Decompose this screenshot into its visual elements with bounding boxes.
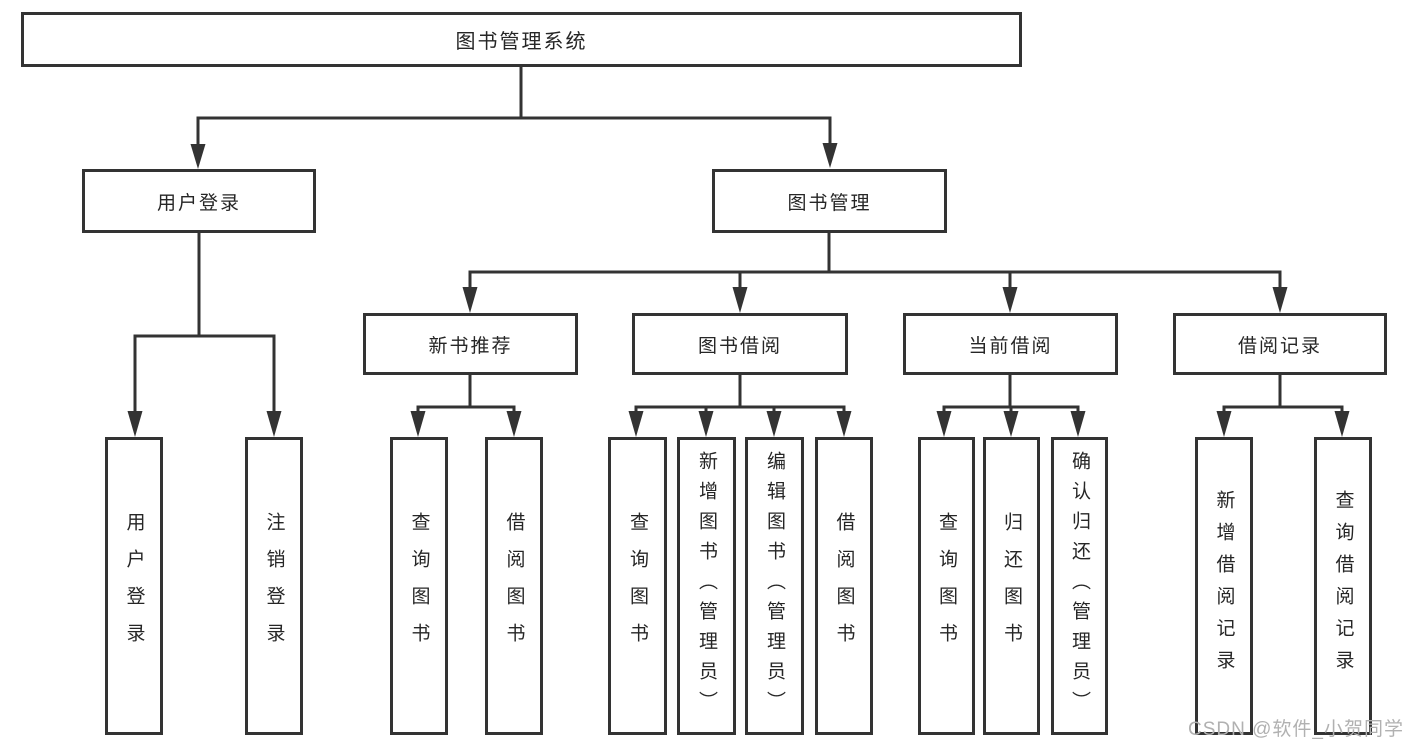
leaf-borrow-books-recommend: 借阅图书: [485, 437, 543, 735]
leaf-query-borrow-record: 查询借阅记录: [1314, 437, 1372, 735]
node-label: 借阅图书: [833, 512, 855, 660]
node-user-login: 用户登录: [82, 169, 316, 233]
node-label: 用户登录: [156, 192, 241, 214]
node-book-borrow: 图书借阅: [632, 313, 848, 375]
node-label: 图书借阅: [697, 335, 782, 357]
node-label: 借阅记录: [1237, 335, 1322, 357]
leaf-user-login: 用户登录: [105, 437, 163, 735]
node-label: 查询图书: [627, 512, 648, 660]
node-system-root: 图书管理系统: [21, 12, 1022, 67]
leaf-confirm-return-admin: 确认归还（管理员）: [1051, 437, 1108, 735]
node-label: 查询图书: [936, 512, 957, 660]
node-book-management: 图书管理: [712, 169, 947, 233]
node-label: 当前借阅: [968, 335, 1053, 357]
node-label: 确认归还（管理员）: [1069, 451, 1090, 721]
node-new-book-recommend: 新书推荐: [363, 313, 578, 375]
node-label: 借阅图书: [503, 512, 525, 660]
leaf-add-borrow-record: 新增借阅记录: [1195, 437, 1253, 735]
leaf-borrow-books: 借阅图书: [815, 437, 873, 735]
leaf-query-books-recommend: 查询图书: [390, 437, 448, 735]
leaf-query-books-current: 查询图书: [918, 437, 975, 735]
leaf-query-books-borrow: 查询图书: [608, 437, 667, 735]
node-label: 新增借阅记录: [1213, 490, 1235, 682]
node-label: 查询图书: [408, 512, 430, 660]
node-borrow-records: 借阅记录: [1173, 313, 1387, 375]
leaf-return-books: 归还图书: [983, 437, 1040, 735]
leaf-edit-books-admin: 编辑图书（管理员）: [745, 437, 804, 735]
node-label: 图书管理: [787, 192, 872, 214]
node-label: 新书推荐: [428, 335, 513, 357]
leaf-add-books-admin: 新增图书（管理员）: [677, 437, 736, 735]
node-label: 归还图书: [1001, 512, 1022, 660]
node-label: 图书管理系统: [455, 31, 588, 53]
watermark-text: CSDN @软件_小贺同学: [1188, 719, 1404, 740]
node-label: 查询借阅记录: [1332, 490, 1354, 682]
leaf-logout: 注销登录: [245, 437, 303, 735]
node-label: 新增图书（管理员）: [696, 451, 717, 721]
node-label: 编辑图书（管理员）: [764, 451, 785, 721]
node-label: 注销登录: [263, 512, 285, 660]
node-label: 用户登录: [123, 512, 145, 660]
node-current-borrow: 当前借阅: [903, 313, 1118, 375]
